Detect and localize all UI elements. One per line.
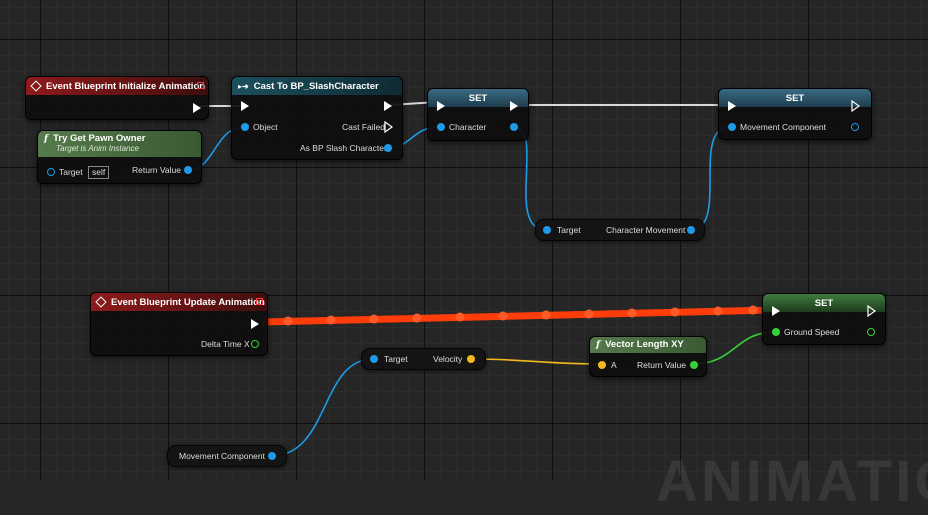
node-title: Event Blueprint Update Animation (111, 296, 265, 308)
node-get-character-movement[interactable]: Target Character Movement (535, 219, 705, 241)
node-title: Try Get Pawn Owner (53, 133, 146, 144)
node-event-initialize-animation[interactable]: Event Blueprint Initialize Animation (25, 76, 209, 120)
exec-flow-dot (326, 315, 336, 325)
close-square-icon (197, 82, 204, 89)
object-label: Object (253, 122, 278, 132)
node-vector-length-xy[interactable]: f Vector Length XY A Return Value (589, 336, 707, 377)
return-value-pin[interactable] (184, 166, 192, 174)
movement-component-in-pin[interactable] (728, 123, 736, 131)
exec-in-pin[interactable] (437, 101, 445, 111)
movement-component-label: Movement Component (179, 451, 265, 461)
object-wire-movement-to-target (270, 358, 374, 457)
cast-failed-label: Cast Failed (342, 122, 385, 132)
node-title: SET (763, 294, 885, 312)
function-icon: f (44, 133, 49, 144)
exec-flow-dot (713, 306, 723, 316)
exec-out-pin[interactable] (851, 100, 861, 112)
exec-flow-dot (412, 313, 422, 323)
as-slash-character-pin[interactable] (384, 144, 392, 152)
exec-flow-dot (584, 309, 594, 319)
as-slash-character-label: As BP Slash Character (300, 143, 387, 153)
node-title: Event Blueprint Initialize Animation (46, 80, 206, 92)
exec-in-pin[interactable] (241, 101, 249, 111)
return-value-label: Return Value (637, 360, 686, 370)
node-header: f Try Get Pawn Owner Target is Anim Insta… (38, 131, 201, 157)
exec-in-pin[interactable] (728, 101, 736, 111)
velocity-label: Velocity (433, 354, 463, 364)
node-header: Event Blueprint Update Animation (91, 293, 267, 311)
target-self-input[interactable]: self (88, 166, 110, 179)
character-movement-pin[interactable] (687, 226, 695, 234)
exec-out-pin[interactable] (251, 319, 259, 329)
ground-speed-out-pin[interactable] (867, 328, 875, 336)
exec-flow-dot (283, 316, 293, 326)
delta-time-pin[interactable] (251, 340, 259, 348)
cast-failed-exec-pin[interactable] (384, 121, 394, 133)
character-out-pin[interactable] (510, 123, 518, 131)
object-pin[interactable] (241, 123, 249, 131)
exec-in-pin[interactable] (772, 306, 780, 316)
exec-out-pin[interactable] (510, 101, 518, 111)
target-pin[interactable] (47, 168, 55, 176)
function-icon: f (596, 339, 601, 350)
node-movement-component-variable[interactable]: Movement Component (167, 445, 287, 467)
target-pin[interactable] (370, 355, 378, 363)
ground-speed-in-pin[interactable] (772, 328, 780, 336)
node-title: Cast To BP_SlashCharacter (253, 80, 379, 92)
velocity-pin[interactable] (467, 355, 475, 363)
node-header: f Vector Length XY (590, 337, 706, 353)
close-square-icon (256, 298, 263, 305)
exec-out-pin[interactable] (384, 101, 392, 111)
node-title: SET (428, 89, 528, 107)
node-title: SET (719, 89, 871, 107)
node-title: Vector Length XY (605, 339, 684, 350)
movement-component-label: Movement Component (740, 122, 826, 132)
a-label: A (611, 360, 617, 370)
exec-flow-dot (455, 312, 465, 322)
exec-out-pin[interactable] (867, 305, 877, 317)
movement-component-out-pin[interactable] (851, 123, 859, 131)
node-header: Event Blueprint Initialize Animation (26, 77, 208, 95)
object-wire-character-to-target (513, 126, 547, 231)
target-pin[interactable] (543, 226, 551, 234)
node-cast-to-slash-character[interactable]: ▸➜ Cast To BP_SlashCharacter Object Cast… (231, 76, 403, 160)
exec-flow-dot (670, 307, 680, 317)
node-set-ground-speed[interactable]: SET Ground Speed (762, 293, 886, 345)
a-pin[interactable] (598, 361, 606, 369)
exec-flow-dot (498, 311, 508, 321)
object-wire-charmove-to-set (689, 126, 731, 231)
target-label: Target (557, 225, 581, 235)
node-event-update-animation[interactable]: Event Blueprint Update Animation Delta T… (90, 292, 268, 356)
node-get-velocity[interactable]: Target Velocity (361, 348, 486, 370)
exec-out-pin[interactable] (193, 103, 201, 113)
exec-flow-dot (541, 310, 551, 320)
movement-component-pin[interactable] (268, 452, 276, 460)
node-set-movement-component[interactable]: SET Movement Component (718, 88, 872, 140)
character-label: Character (449, 122, 487, 132)
exec-flow-dot (748, 305, 758, 315)
delta-time-label: Delta Time X (201, 339, 250, 349)
ground-speed-label: Ground Speed (784, 327, 840, 337)
exec-wire-update-to-set (261, 306, 776, 326)
cast-arrows-icon: ▸➜ (238, 81, 249, 91)
character-movement-label: Character Movement (606, 225, 686, 235)
target-label: Target (59, 167, 83, 177)
node-try-get-pawn-owner[interactable]: f Try Get Pawn Owner Target is Anim Insta… (37, 130, 202, 184)
wire-layer (187, 101, 776, 457)
node-header: ▸➜ Cast To BP_SlashCharacter (232, 77, 402, 95)
node-set-character[interactable]: SET Character (427, 88, 529, 141)
exec-flow-dot (369, 314, 379, 324)
target-label: Target (384, 354, 408, 364)
event-diamond-icon (30, 80, 42, 92)
return-value-label: Return Value (132, 165, 181, 175)
exec-flow-dot (627, 308, 637, 318)
vector-wire-velocity-to-a (470, 358, 602, 365)
return-value-pin[interactable] (690, 361, 698, 369)
node-subtitle: Target is Anim Instance (56, 144, 140, 153)
event-diamond-icon (95, 296, 107, 308)
character-in-pin[interactable] (437, 123, 445, 131)
